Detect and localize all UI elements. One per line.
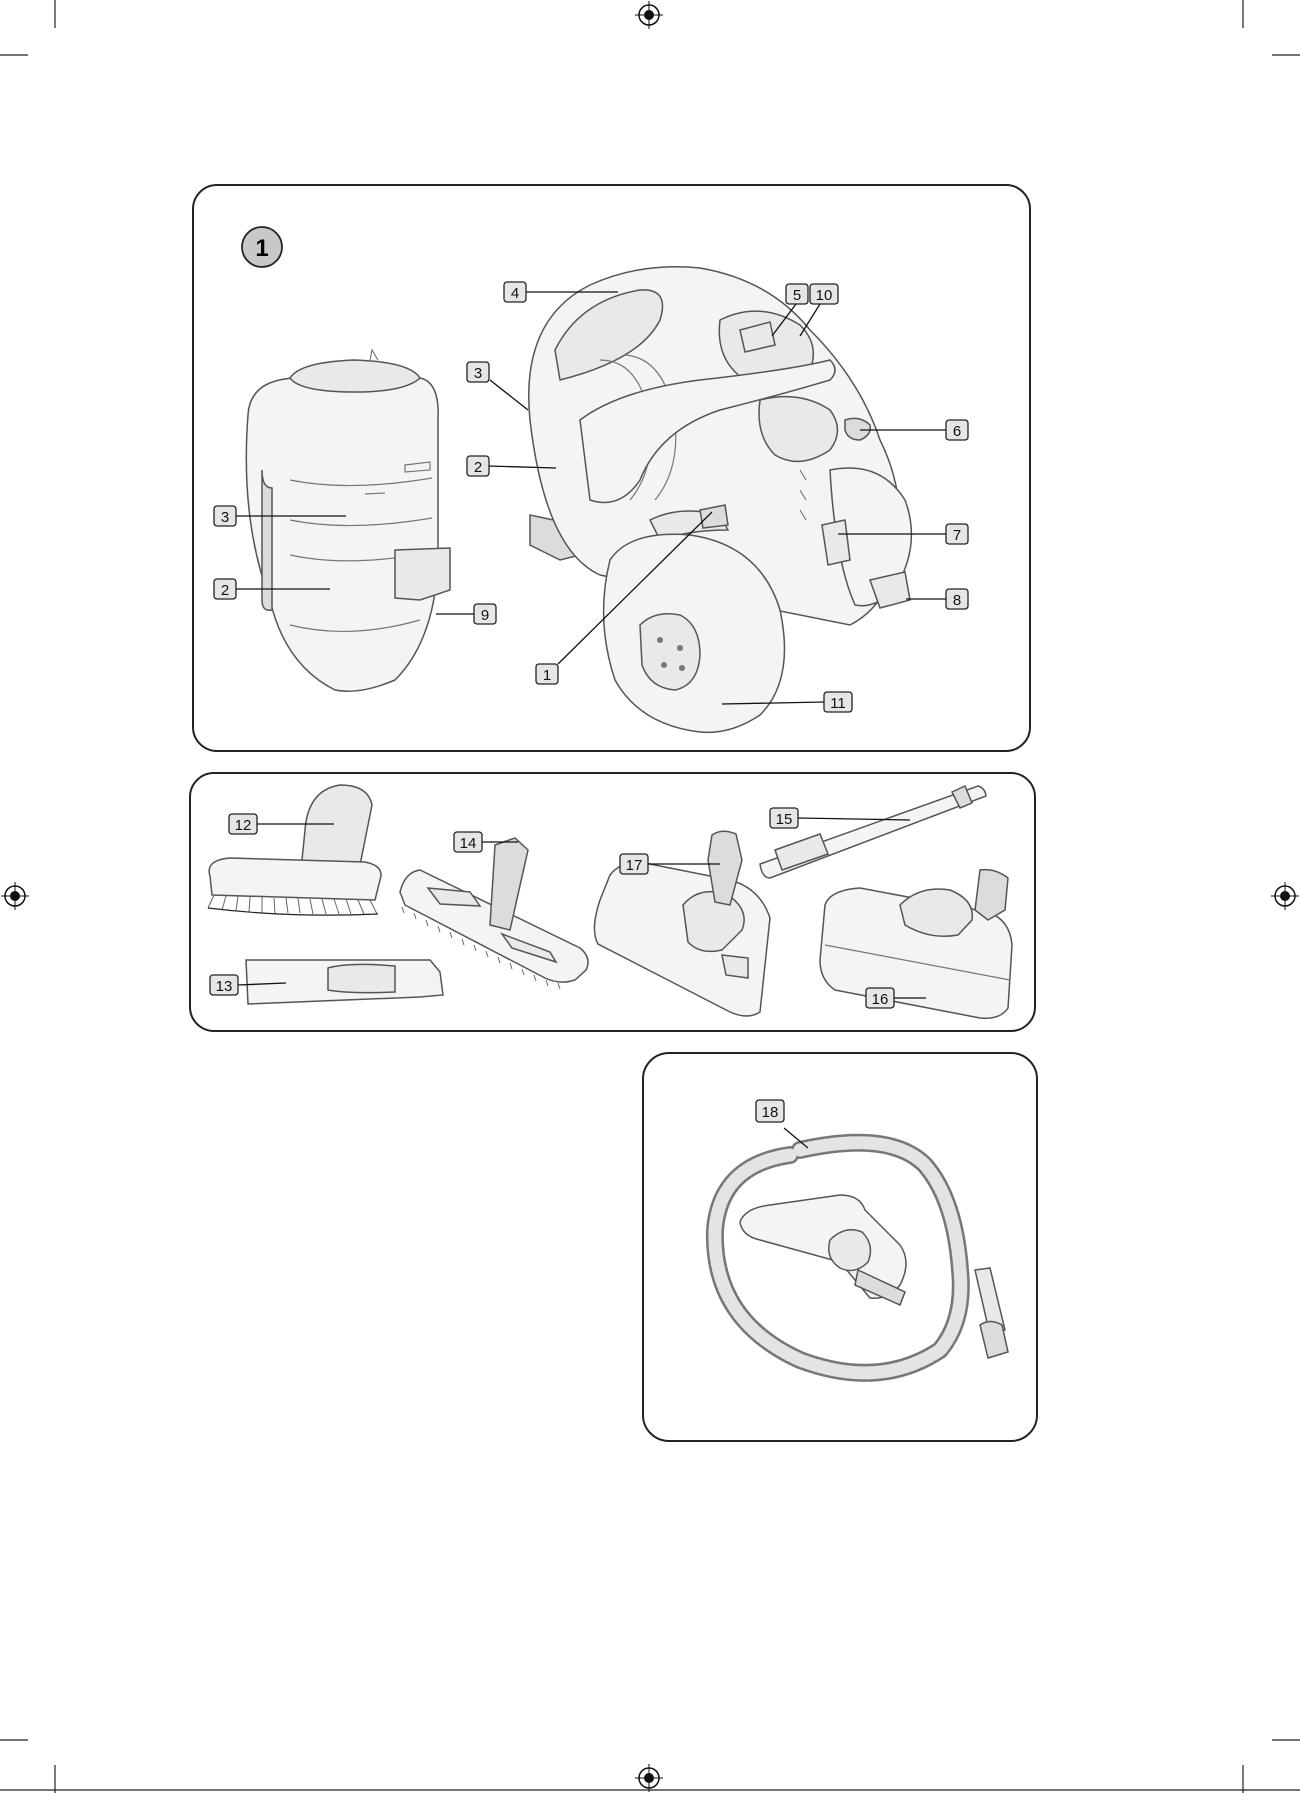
svg-text:1: 1: [543, 667, 551, 684]
svg-text:13: 13: [216, 978, 233, 995]
svg-text:11: 11: [830, 695, 846, 712]
svg-text:15: 15: [776, 811, 793, 828]
svg-text:7: 7: [953, 527, 961, 544]
registration-mark-left: [1, 882, 29, 910]
svg-text:3: 3: [221, 509, 229, 526]
svg-text:10: 10: [816, 287, 833, 304]
svg-text:6: 6: [953, 423, 961, 440]
figure-badge: 1: [242, 227, 282, 267]
svg-text:2: 2: [221, 582, 229, 599]
svg-text:9: 9: [481, 607, 489, 624]
svg-text:12: 12: [235, 817, 252, 834]
svg-text:17: 17: [626, 857, 643, 874]
svg-text:3: 3: [474, 365, 482, 382]
registration-mark-right: [1271, 882, 1299, 910]
svg-text:2: 2: [474, 459, 482, 476]
figure-number: 1: [255, 235, 268, 262]
svg-text:8: 8: [953, 592, 961, 609]
crevice-tool-illustration: [246, 960, 443, 1004]
svg-text:14: 14: [460, 835, 477, 852]
svg-text:4: 4: [511, 285, 519, 302]
svg-text:16: 16: [872, 991, 889, 1008]
registration-mark-bottom: [635, 1764, 663, 1792]
svg-text:5: 5: [793, 287, 801, 304]
registration-mark-top: [635, 1, 663, 29]
svg-text:18: 18: [762, 1104, 779, 1121]
